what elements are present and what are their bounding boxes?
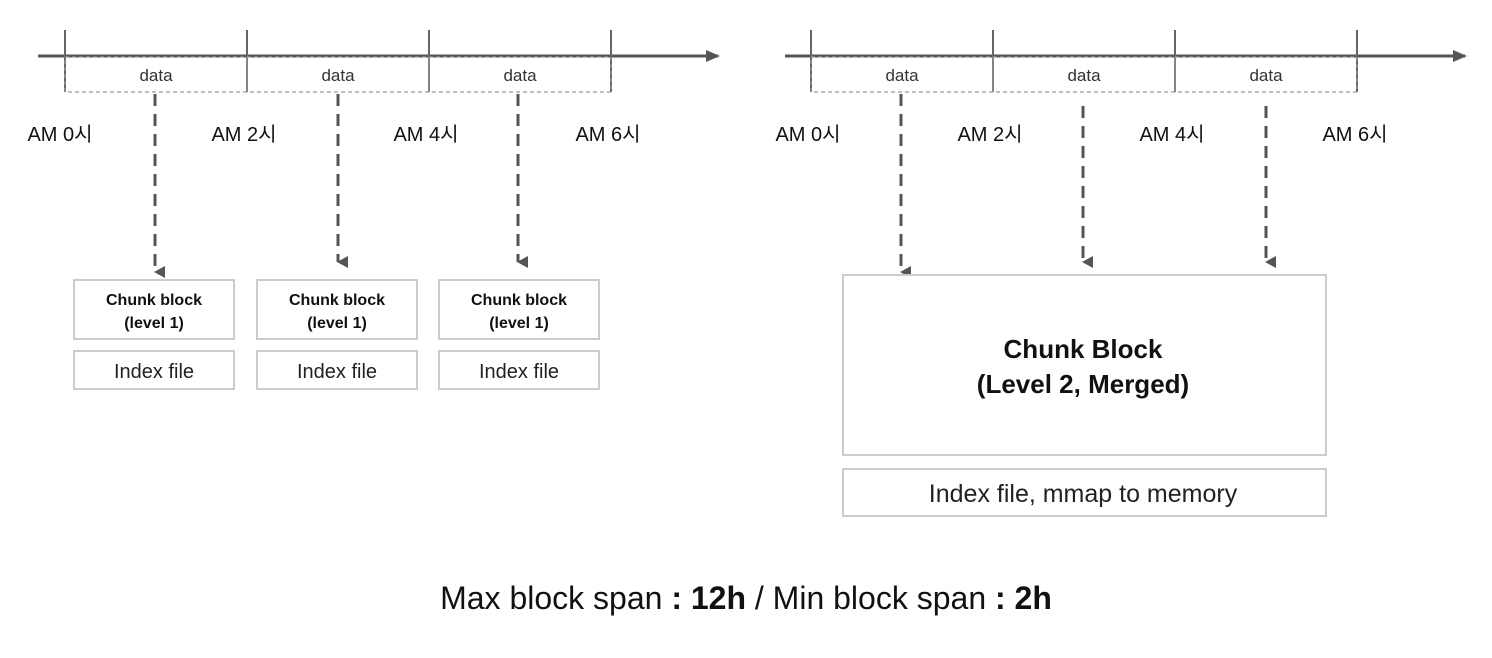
merged-block-title: Chunk Block (1004, 334, 1163, 364)
index-file-label: Index file (297, 361, 377, 383)
mmap-index-file-label: Index file, mmap to memory (929, 480, 1238, 508)
right-time-label: AM 0시 (775, 124, 840, 146)
left-data-label: data (503, 66, 537, 85)
chunk-block-level2-merged (842, 274, 1327, 456)
left-data-label: data (321, 66, 355, 85)
right-panel: data data data AM 0시 AM 2시 AM 4시 AM 6시 C… (775, 30, 1467, 517)
right-time-label: AM 6시 (1322, 124, 1387, 146)
chunk-block-level1 (73, 279, 235, 340)
min-span-separator: : (995, 580, 1006, 616)
index-file-label: Index file (114, 361, 194, 383)
left-time-label: AM 2시 (211, 124, 276, 146)
index-file-label: Index file (479, 361, 559, 383)
chunk-block-title: Chunk block (106, 292, 202, 309)
left-time-label: AM 6시 (575, 124, 640, 146)
chunk-block-level: (level 1) (124, 315, 184, 332)
index-file-box (438, 350, 600, 390)
chunk-block-level1 (438, 279, 600, 340)
index-file-box (256, 350, 418, 390)
max-span-label: Max block span (440, 580, 663, 616)
mmap-index-file-box (842, 468, 1327, 517)
chunk-block-level: (level 1) (489, 315, 549, 332)
left-data-segment (428, 56, 612, 93)
right-data-segment (1174, 56, 1358, 93)
left-data-label: data (139, 66, 173, 85)
merged-block-level: (Level 2, Merged) (977, 369, 1189, 399)
left-panel: data data data AM 0시 AM 2시 AM 4시 AM 6시 C… (27, 30, 720, 390)
right-time-label: AM 2시 (957, 124, 1022, 146)
min-span-value: 2h (1014, 580, 1052, 616)
chunk-block-level: (level 1) (307, 315, 367, 332)
right-data-label: data (1249, 66, 1283, 85)
chunk-block-title: Chunk block (289, 292, 385, 309)
block-span-caption: Max block span : 12h / Min block span : … (0, 580, 1492, 617)
max-span-value: 12h (690, 580, 746, 616)
index-file-box (73, 350, 235, 390)
left-time-label: AM 4시 (393, 124, 458, 146)
caption-slash: / (754, 580, 764, 616)
min-span-label: Min block span (772, 580, 987, 616)
right-data-label: data (885, 66, 919, 85)
max-span-separator: : (671, 580, 682, 616)
left-time-label: AM 0시 (27, 124, 92, 146)
right-data-label: data (1067, 66, 1101, 85)
right-time-label: AM 4시 (1139, 124, 1204, 146)
chunk-block-title: Chunk block (471, 292, 567, 309)
chunk-block-level1 (256, 279, 418, 340)
